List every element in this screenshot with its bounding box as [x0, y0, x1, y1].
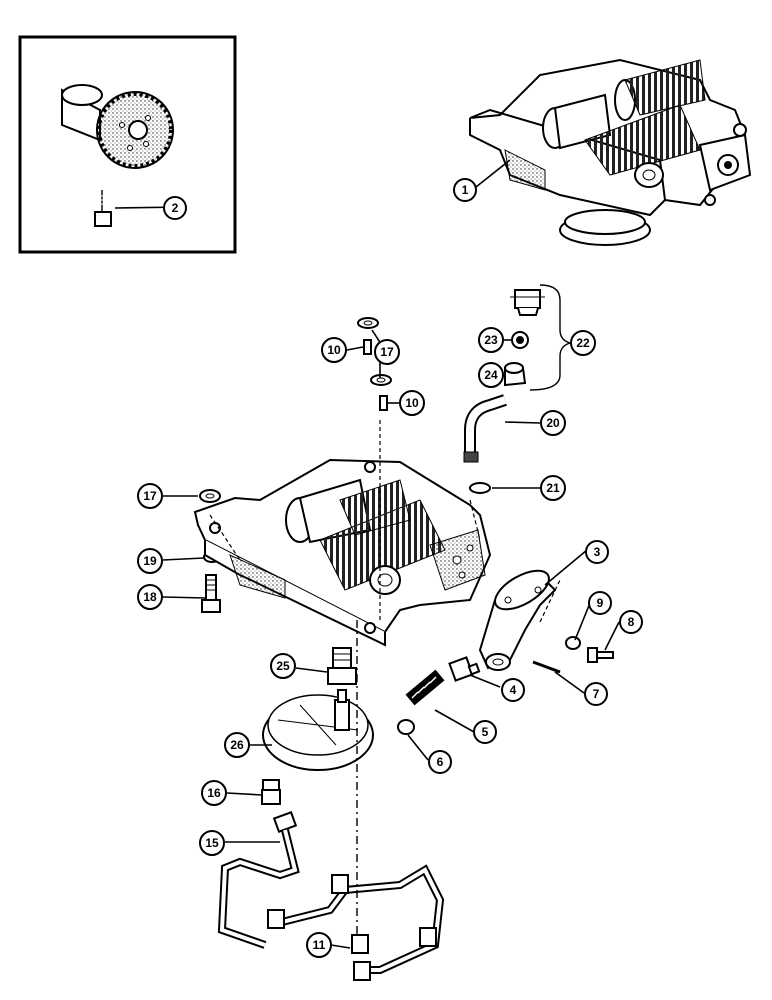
- callout-7: 7: [584, 682, 608, 706]
- fitting-25: [327, 647, 357, 685]
- pump-body: [193, 458, 492, 647]
- callout-10: 10: [399, 390, 425, 416]
- svg-text:7: 7: [593, 687, 600, 701]
- svg-text:26: 26: [230, 738, 244, 752]
- inset-frame: [18, 35, 237, 254]
- svg-text:1: 1: [462, 183, 469, 197]
- svg-text:22: 22: [576, 336, 590, 350]
- oil-manifold-tube: [267, 864, 445, 981]
- svg-text:15: 15: [205, 836, 219, 850]
- callout-20: 20: [540, 410, 566, 436]
- svg-text:16: 16: [207, 786, 221, 800]
- callout-6: 6: [428, 750, 452, 774]
- svg-text:19: 19: [143, 554, 157, 568]
- plunger-4: [448, 656, 481, 682]
- assembled-oil-pump: [469, 58, 752, 246]
- callout-17: 17: [137, 483, 163, 509]
- svg-text:21: 21: [546, 481, 560, 495]
- spring-5: [405, 669, 445, 706]
- lock-washer-9: [565, 636, 581, 650]
- callout-9: 9: [588, 591, 612, 615]
- callout-16: 16: [201, 780, 227, 806]
- callout-18: 18: [137, 584, 163, 610]
- nut-16: [261, 779, 281, 805]
- svg-text:5: 5: [482, 725, 489, 739]
- callout-19: 19: [137, 548, 163, 574]
- o-ring-21: [469, 482, 491, 494]
- cotter-pin-7: [532, 660, 561, 674]
- svg-text:8: 8: [628, 615, 635, 629]
- retainer-6: [397, 719, 415, 735]
- fitting-assembly: [504, 289, 545, 387]
- callout-15: 15: [199, 830, 225, 856]
- callout-25: 25: [270, 653, 296, 679]
- callout-22: 22: [570, 330, 596, 356]
- svg-text:6: 6: [437, 755, 444, 769]
- svg-text:23: 23: [484, 333, 498, 347]
- svg-text:4: 4: [510, 683, 517, 697]
- svg-text:24: 24: [484, 368, 498, 382]
- callout-5: 5: [473, 720, 497, 744]
- callout-11: 11: [306, 932, 332, 958]
- callout-10: 10: [321, 337, 347, 363]
- callout-8: 8: [619, 610, 643, 634]
- alignment-line: [539, 579, 561, 623]
- svg-text:3: 3: [594, 545, 601, 559]
- svg-text:25: 25: [276, 659, 290, 673]
- svg-text:17: 17: [143, 489, 157, 503]
- inset-screw: [94, 190, 112, 227]
- callout-21: 21: [540, 475, 566, 501]
- oil-screen-26: [262, 689, 374, 771]
- svg-text:9: 9: [597, 596, 604, 610]
- alignment-line: [209, 514, 241, 561]
- svg-text:11: 11: [313, 938, 326, 952]
- svg-text:10: 10: [405, 396, 419, 410]
- leader-lines: [114, 159, 620, 949]
- svg-text:17: 17: [380, 345, 394, 359]
- oil-tube-15: [217, 811, 300, 949]
- bolt-18: [201, 574, 221, 613]
- svg-text:2: 2: [172, 201, 179, 215]
- bolt-8: [587, 647, 614, 663]
- callout-4: 4: [501, 678, 525, 702]
- callout-1: 1: [453, 178, 477, 202]
- callout-17: 17: [374, 339, 400, 365]
- callout-26: 26: [224, 732, 250, 758]
- washer-17-left: [199, 489, 221, 503]
- callout-3: 3: [585, 540, 609, 564]
- callout-23: 23: [478, 327, 504, 353]
- svg-text:20: 20: [546, 416, 560, 430]
- tube-20: [463, 394, 507, 463]
- inset-drive-gear: [61, 84, 174, 169]
- callout-24: 24: [478, 362, 504, 388]
- dowel-and-washer-stack: [357, 317, 392, 411]
- relief-valve-housing: [478, 569, 557, 671]
- svg-text:18: 18: [143, 590, 157, 604]
- callout-2: 2: [163, 196, 187, 220]
- svg-text:10: 10: [327, 343, 341, 357]
